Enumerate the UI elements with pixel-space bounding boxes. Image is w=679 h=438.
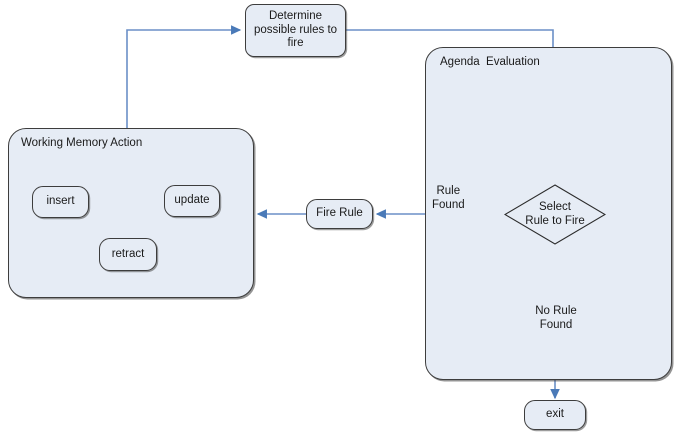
diamond-shape [504,184,606,245]
select-rule-to-fire-label: Select Rule to Fire [525,200,585,227]
edge-label-rule-found: Rule Found [432,185,465,211]
update-node[interactable]: update [164,185,220,217]
edge-label-no-rule-found: No Rule Found [535,305,577,331]
fire-rule-node[interactable]: Fire Rule [306,199,373,229]
exit-node[interactable]: exit [524,400,586,430]
retract-node[interactable]: retract [99,238,157,271]
determine-possible-rules-node[interactable]: Determine possible rules to fire [245,4,346,57]
working-memory-action-label: Working Memory Action [21,137,143,149]
insert-node[interactable]: insert [32,186,89,218]
edge-working-memory-to-determine [126,25,242,128]
select-rule-to-fire-node[interactable]: Select Rule to Fire [504,184,606,245]
agenda-evaluation-label: Agenda Evaluation [440,56,540,68]
